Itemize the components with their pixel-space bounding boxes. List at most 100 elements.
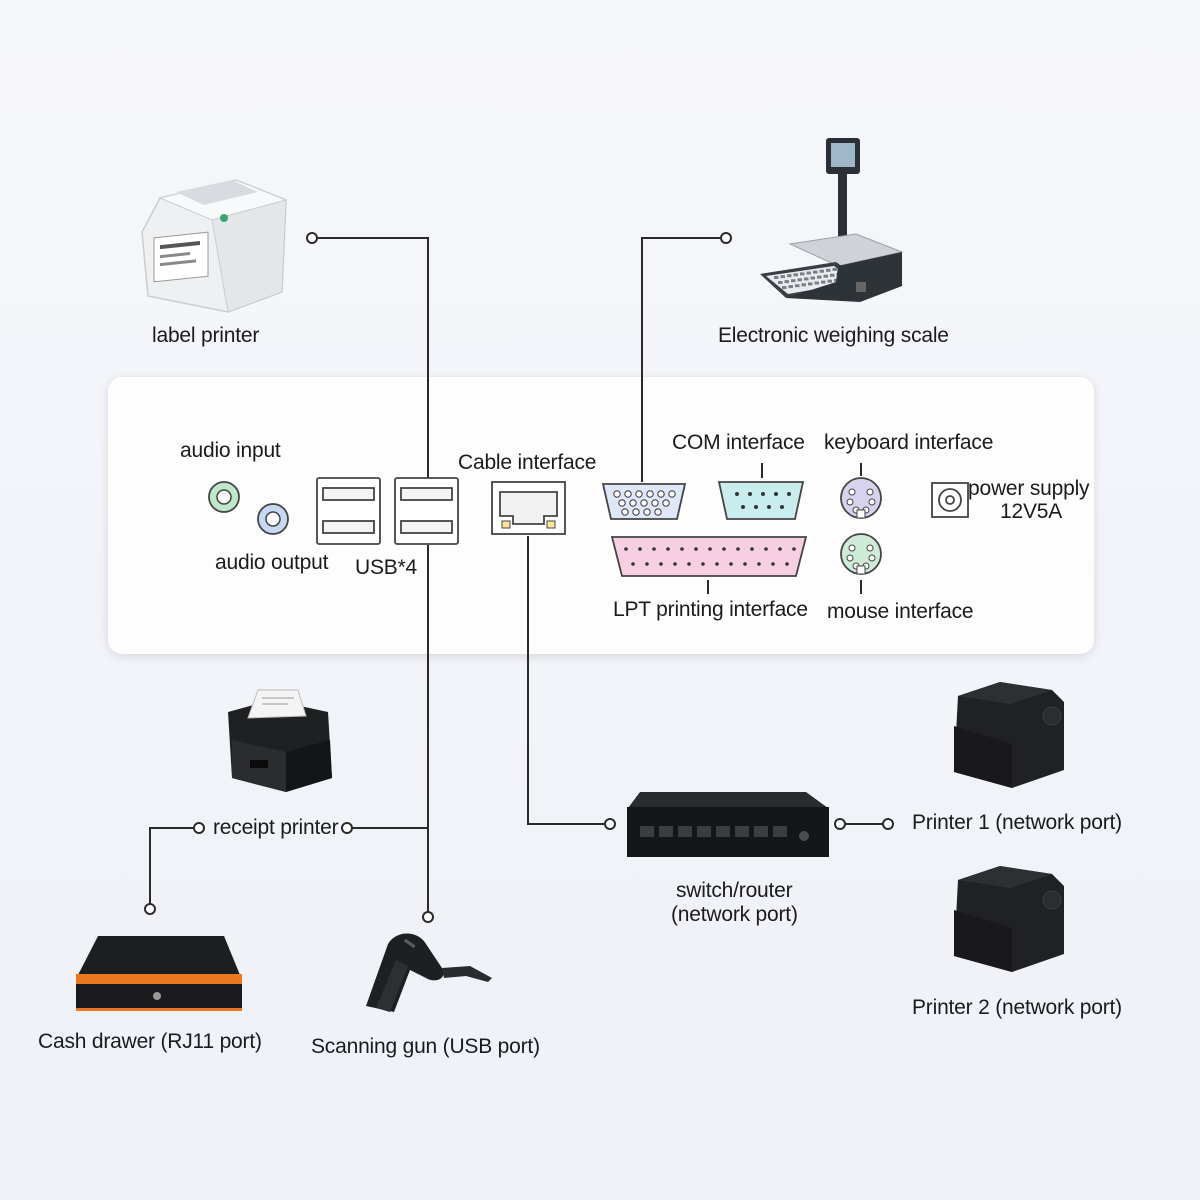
dot-cash-drawer — [144, 903, 156, 915]
scale-key — [791, 279, 796, 283]
cable-interface-label: Cable interface — [458, 451, 597, 474]
lpt-pin — [631, 562, 635, 566]
vga-port — [601, 483, 687, 520]
switch-port — [754, 826, 768, 837]
rj45-cable-port — [491, 481, 566, 535]
lpt-pin — [694, 547, 698, 551]
scale-key — [819, 269, 824, 273]
scale-key — [814, 281, 819, 285]
dot-receipt-right — [341, 822, 353, 834]
scale-key — [808, 282, 813, 286]
dot-switch-in — [604, 818, 616, 830]
lpt-pin — [729, 562, 733, 566]
switch-router-label: switch/router — [676, 879, 793, 902]
lpt-pin — [792, 547, 796, 551]
lpt-pin — [652, 547, 656, 551]
lpt-pin — [757, 562, 761, 566]
scale-key — [787, 274, 792, 278]
com-interface-label: COM interface — [672, 431, 805, 454]
com-port — [717, 481, 805, 520]
power-rating-label: 12V5A — [1000, 500, 1063, 523]
scale-key — [784, 280, 789, 284]
lpt-pin — [764, 547, 768, 551]
scale-key — [778, 281, 783, 284]
cash-drawer-label: Cash drawer (RJ11 port) — [38, 1030, 262, 1053]
lpt-pin — [666, 547, 670, 551]
lpt-pin — [715, 562, 719, 566]
lpt-interface-label: LPT printing interface — [613, 598, 808, 621]
switch-port — [735, 826, 749, 837]
scale-key — [800, 272, 805, 276]
switch-port — [773, 826, 787, 837]
line-scale-com — [641, 237, 720, 482]
audio-output-label: audio output — [215, 551, 329, 574]
lpt-pin — [673, 562, 677, 566]
scanning-gun-label: Scanning gun (USB port) — [311, 1035, 540, 1058]
usb-label: USB*4 — [355, 556, 418, 579]
receipt-printer-label: receipt printer — [213, 816, 339, 839]
switch-port — [697, 826, 711, 837]
dot-label-printer — [306, 232, 318, 244]
lpt-pin — [680, 547, 684, 551]
lpt-pin — [708, 547, 712, 551]
scale-key — [795, 284, 800, 288]
receipt-printer-image — [228, 689, 332, 792]
scanning-gun-image — [366, 933, 492, 1012]
scale-key — [806, 271, 811, 275]
printer1-label: Printer 1 (network port) — [912, 811, 1122, 834]
lpt-pin — [743, 562, 747, 566]
dot-switch-out — [834, 818, 846, 830]
dot-receipt-left — [193, 822, 205, 834]
lpt-pin — [778, 547, 782, 551]
scale-key — [774, 276, 779, 279]
dot-scale — [720, 232, 732, 244]
usb-port-block-1 — [316, 477, 381, 545]
power-supply-port — [931, 482, 969, 518]
printer2-image — [954, 866, 1064, 972]
line-label-printer-usb — [318, 237, 429, 478]
scale-key — [804, 277, 809, 281]
audio-input-jack — [208, 481, 240, 513]
weighing-scale-label: Electronic weighing scale — [718, 324, 949, 347]
lpt-pin — [659, 562, 663, 566]
lpt-pin — [736, 547, 740, 551]
usb-port-block-2 — [394, 477, 459, 545]
lpt-pin — [645, 562, 649, 566]
dot-scanner — [422, 911, 434, 923]
scale-key — [782, 286, 787, 289]
scale-key — [797, 278, 802, 282]
scale-key — [817, 275, 822, 279]
scale-key — [823, 274, 828, 278]
lpt-pin — [785, 562, 789, 566]
lpt-port — [610, 536, 808, 577]
scale-key — [832, 267, 837, 271]
lpt-pin — [750, 547, 754, 551]
label-printer-label: label printer — [152, 324, 260, 347]
lpt-pin — [771, 562, 775, 566]
lpt-pin — [701, 562, 705, 566]
lpt-pin — [624, 547, 628, 551]
scale-key — [821, 280, 826, 284]
network-switch-image — [627, 792, 829, 857]
keyboard-interface-label: keyboard interface — [824, 431, 994, 454]
switch-port — [716, 826, 730, 837]
switch-port — [678, 826, 692, 837]
scale-key — [801, 283, 806, 287]
cash-drawer-image — [76, 936, 242, 1011]
lpt-pin — [722, 547, 726, 551]
printer1-image — [954, 682, 1064, 788]
keyboard-ps2-port — [840, 477, 882, 519]
mouse-ps2-port — [840, 533, 882, 575]
line-cable-switch — [527, 536, 604, 825]
scale-key — [830, 273, 835, 277]
scale-key — [780, 275, 785, 279]
power-supply-label: power supply — [968, 477, 1090, 500]
audio-input-label: audio input — [180, 439, 281, 462]
switch-port — [659, 826, 673, 837]
mouse-interface-label: mouse interface — [827, 600, 974, 623]
switch-port — [640, 826, 654, 837]
lpt-pin — [638, 547, 642, 551]
audio-output-jack — [257, 503, 289, 535]
